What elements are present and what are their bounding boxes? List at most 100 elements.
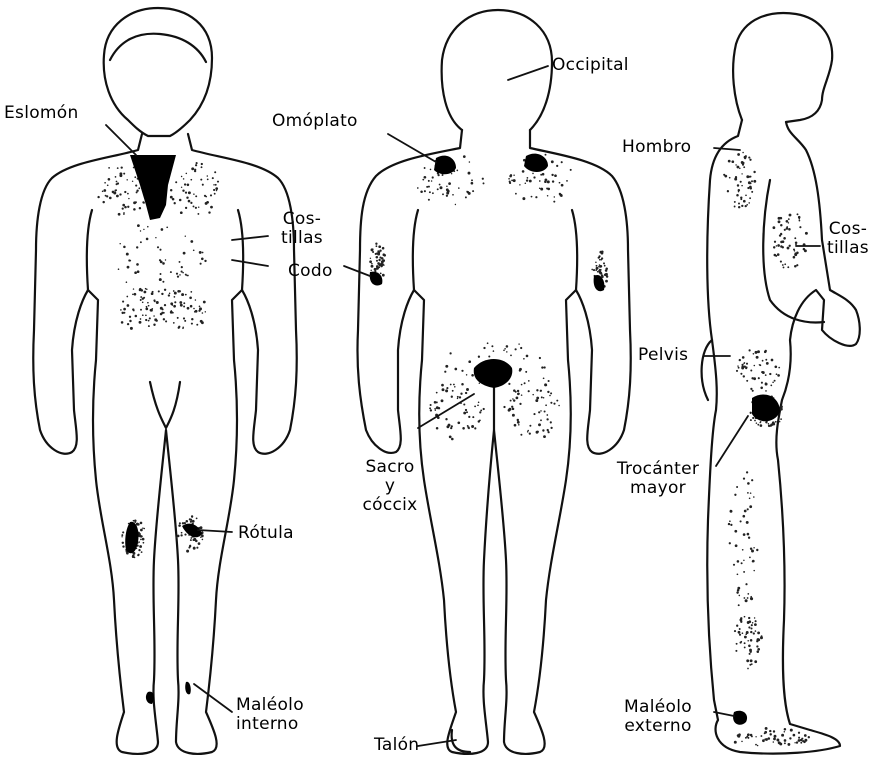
stipple-dot bbox=[370, 270, 371, 271]
stipple-dot bbox=[193, 539, 195, 541]
label-eslomon: Eslomón bbox=[4, 104, 79, 123]
stipple-dot bbox=[543, 435, 546, 438]
stipple-dot bbox=[759, 422, 761, 424]
stipple-dot bbox=[735, 650, 737, 652]
stipple-dot bbox=[474, 405, 476, 407]
stipple-dot bbox=[539, 357, 541, 359]
stipple-dot bbox=[519, 403, 521, 405]
stipple-dot bbox=[753, 365, 755, 367]
back-arm-inner-right bbox=[572, 210, 577, 290]
stipple-dot bbox=[765, 421, 767, 423]
stipple-dot bbox=[753, 570, 754, 571]
stipple-dot bbox=[754, 660, 757, 663]
stipple-dot bbox=[122, 545, 124, 547]
stipple-dot bbox=[471, 374, 474, 377]
side-body-outline bbox=[707, 120, 860, 754]
front-head bbox=[104, 8, 212, 136]
stipple-dot bbox=[453, 384, 455, 386]
stipple-dot bbox=[751, 377, 753, 379]
stipple-dot bbox=[179, 274, 181, 276]
stipple-dot bbox=[482, 178, 484, 180]
stipple-dot bbox=[198, 206, 199, 207]
stipple-dot bbox=[217, 181, 219, 183]
stipple-dot bbox=[757, 631, 760, 634]
stipple-dot bbox=[183, 252, 186, 255]
stipple-dot bbox=[454, 368, 457, 371]
stipple-dot bbox=[727, 190, 729, 192]
stipple-dot bbox=[790, 729, 793, 732]
stipple-dot bbox=[171, 304, 173, 306]
stipple-dot bbox=[465, 392, 467, 394]
stipple-dot bbox=[539, 180, 541, 182]
stipple-dot bbox=[376, 253, 378, 255]
stipple-dot bbox=[546, 414, 548, 416]
stipple-dot bbox=[776, 373, 778, 375]
stipple-dot bbox=[762, 739, 765, 742]
stipple-dot bbox=[213, 189, 215, 191]
stipple-dot bbox=[457, 398, 459, 400]
stipple-dot bbox=[747, 668, 749, 670]
stipple-dot bbox=[195, 299, 197, 301]
stipple-dot bbox=[797, 213, 799, 215]
stipple-dot bbox=[130, 327, 133, 330]
stipple-dot bbox=[751, 735, 753, 737]
stipple-dot bbox=[142, 302, 144, 304]
stipple-dot bbox=[747, 508, 749, 510]
stipple-dot bbox=[741, 364, 743, 366]
stipple-dot bbox=[441, 384, 444, 387]
stipple-dot bbox=[429, 407, 431, 409]
front-hair bbox=[110, 34, 206, 62]
stipple-dot bbox=[750, 176, 752, 178]
stipple-dot bbox=[141, 536, 142, 537]
stipple-dot bbox=[805, 232, 808, 235]
front-ankle-left-spot bbox=[146, 692, 154, 704]
label-trocanter-line2: mayor bbox=[606, 479, 710, 498]
stipple-dot bbox=[466, 374, 467, 375]
stipple-dot bbox=[761, 382, 763, 384]
stipple-dot bbox=[784, 263, 786, 265]
stipple-dot bbox=[424, 190, 426, 192]
stipple-dot bbox=[163, 318, 165, 320]
stipple-dot bbox=[749, 505, 752, 508]
stipple-dot bbox=[193, 205, 195, 207]
stipple-dot bbox=[771, 359, 774, 362]
stipple-dot bbox=[434, 408, 436, 410]
stipple-dot bbox=[134, 271, 137, 274]
stipple-dot bbox=[204, 260, 206, 262]
stipple-dot bbox=[159, 259, 161, 261]
stipple-dot bbox=[174, 292, 177, 295]
stipple-dot bbox=[191, 167, 194, 170]
stipple-dot bbox=[148, 320, 150, 322]
stipple-dot bbox=[161, 312, 163, 314]
stipple-dot bbox=[521, 394, 523, 396]
stipple-dot bbox=[146, 306, 148, 308]
stipple-dot bbox=[556, 165, 558, 167]
stipple-dot bbox=[114, 190, 116, 192]
stipple-dot bbox=[750, 492, 752, 494]
stipple-dot bbox=[173, 290, 175, 292]
stipple-dot bbox=[170, 271, 172, 273]
stipple-dot bbox=[205, 196, 207, 198]
label-sacro-line3: cóccix bbox=[356, 496, 424, 515]
stipple-dot bbox=[598, 266, 599, 267]
stipple-dot bbox=[750, 187, 752, 189]
label-costillas-front-line1: Cos- bbox=[270, 210, 334, 229]
stipple-dot bbox=[471, 179, 473, 181]
stipple-dot bbox=[513, 399, 515, 401]
stipple-dot bbox=[760, 735, 762, 737]
stipple-dot bbox=[454, 386, 456, 388]
stipple-dot bbox=[448, 424, 451, 427]
stipple-dot bbox=[773, 741, 775, 743]
stipple-dot bbox=[190, 537, 192, 539]
label-maleolo-externo: Maléolo externo bbox=[610, 698, 706, 736]
stipple-dot bbox=[121, 534, 123, 536]
stipple-dot bbox=[465, 409, 467, 411]
stipple-dot bbox=[135, 201, 137, 203]
stipple-dot bbox=[738, 203, 740, 205]
stipple-dot bbox=[210, 194, 212, 196]
stipple-dot bbox=[550, 427, 552, 429]
stipple-dot bbox=[777, 374, 780, 377]
stipple-dot bbox=[108, 167, 110, 169]
stipple-dot bbox=[745, 205, 747, 207]
stipple-dot bbox=[178, 326, 180, 328]
